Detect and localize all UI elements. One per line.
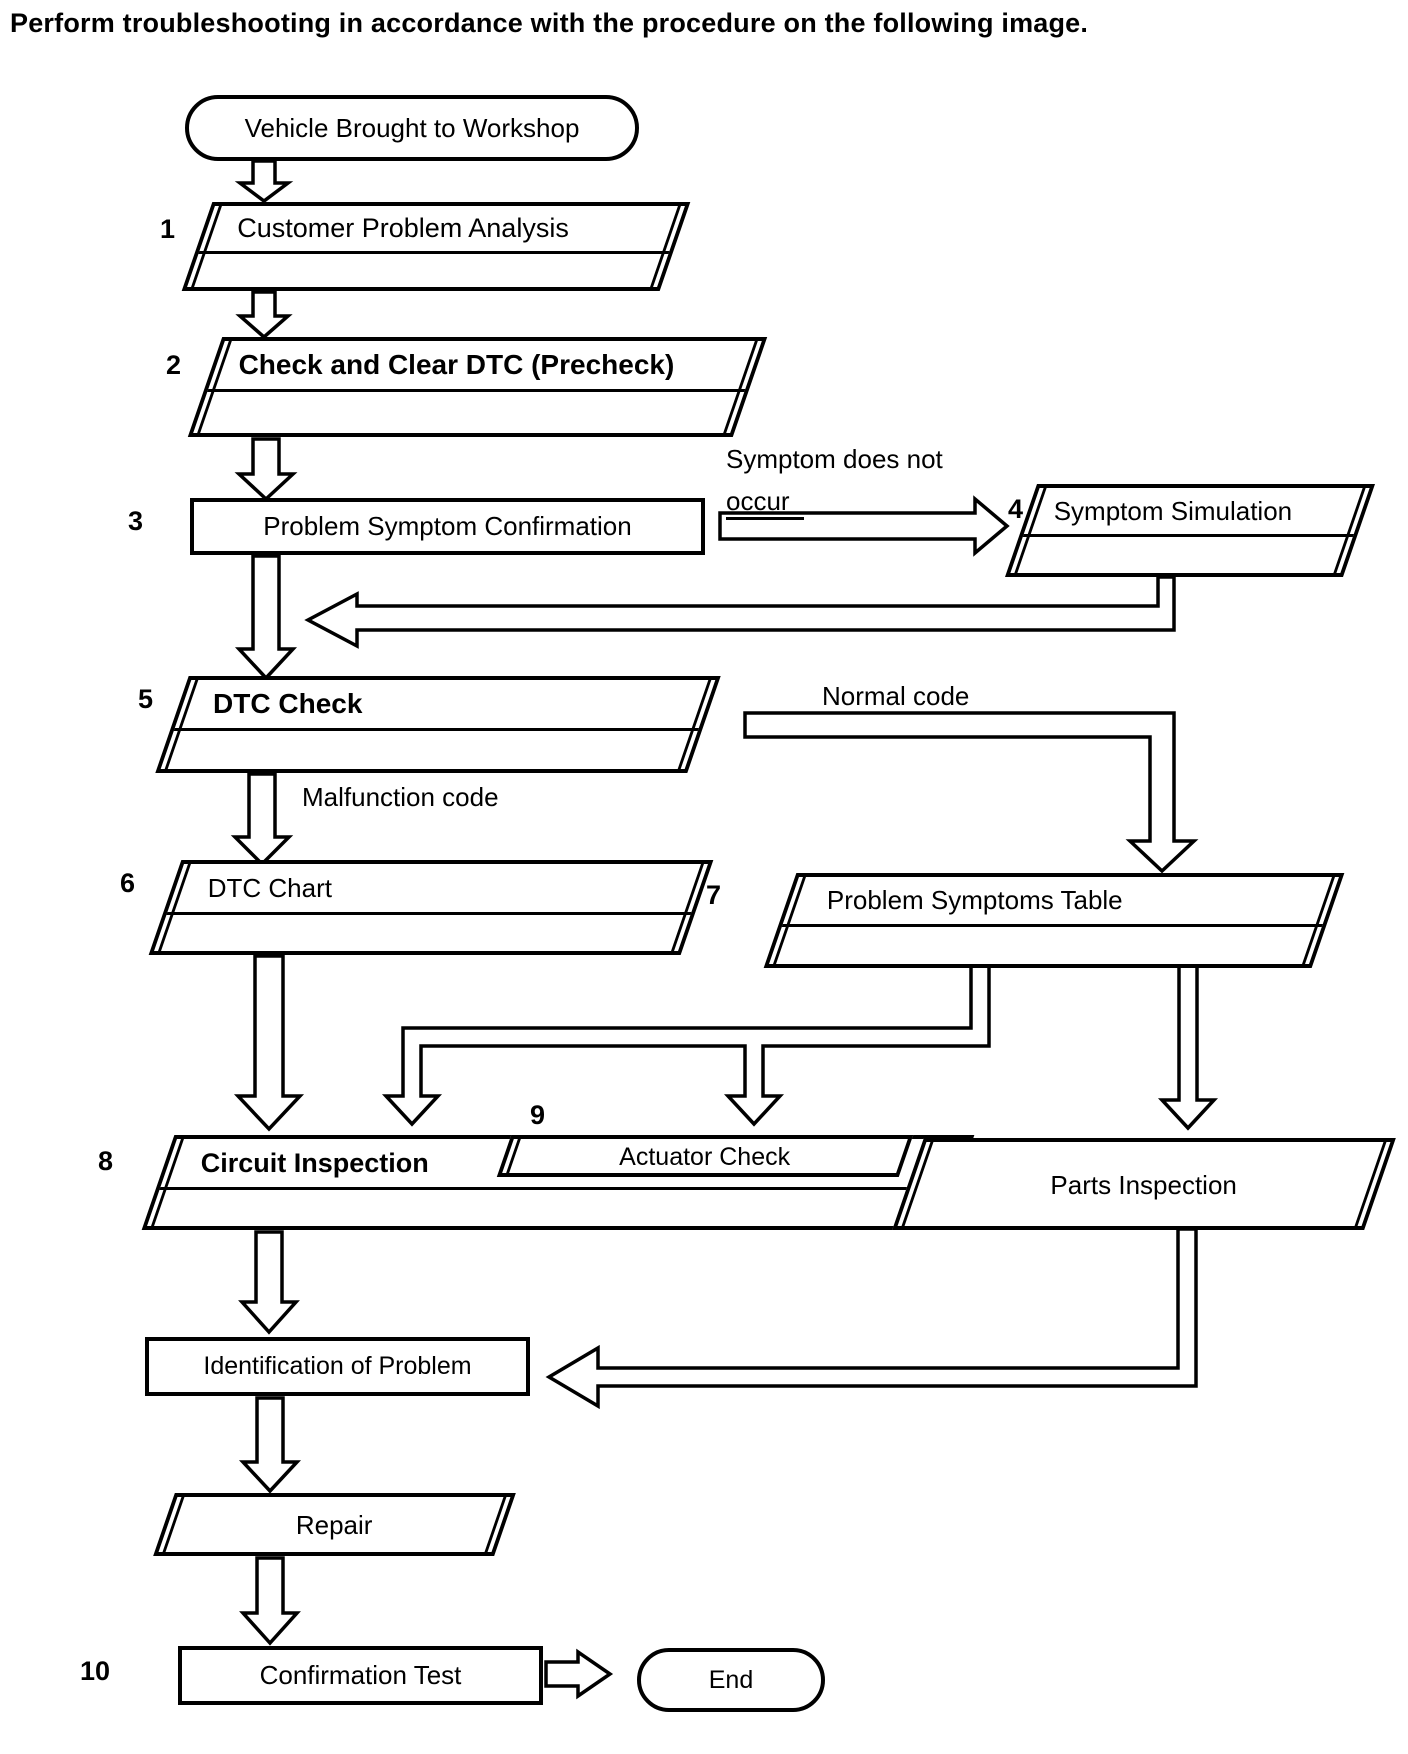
node-customer-problem-analysis-label: Customer Problem Analysis <box>237 213 569 243</box>
arrow-8-to-identification <box>238 1230 300 1335</box>
arrow-4-return-to-5 <box>304 575 1176 649</box>
arrow-1-to-2 <box>235 290 293 340</box>
arrow-repair-to-10 <box>239 1556 301 1646</box>
step-number-6: 6 <box>120 868 136 898</box>
node-repair: Repair <box>153 1493 516 1556</box>
node-identification-of-problem-label: Identification of Problem <box>203 1352 472 1380</box>
step-number-3: 3 <box>128 506 144 536</box>
arrow-start-to-1 <box>234 159 294 204</box>
node-customer-problem-analysis: Customer Problem Analysis <box>181 202 691 291</box>
node-check-and-clear-dtc: Check and Clear DTC (Precheck) <box>187 337 768 437</box>
node-dtc-chart: DTC Chart <box>148 860 714 955</box>
step-number-1: 1 <box>160 214 176 244</box>
row-divider <box>173 728 699 731</box>
node-start-label: Vehicle Brought to Workshop <box>244 112 580 143</box>
node-problem-symptoms-table-label: Problem Symptoms Table <box>826 885 1123 915</box>
step-number-5: 5 <box>138 684 154 714</box>
node-confirmation-test: Confirmation Test <box>178 1646 543 1705</box>
step-number-10: 10 <box>80 1656 111 1686</box>
arrow-3-to-5 <box>234 554 298 681</box>
node-symptom-simulation-label: Symptom Simulation <box>1053 495 1293 526</box>
arrow-5-to-6-malfunction <box>230 772 294 867</box>
row-divider <box>166 912 692 915</box>
node-end-label: End <box>708 1665 754 1694</box>
node-actuator-check: Actuator Check <box>496 1135 914 1177</box>
node-dtc-check: DTC Check <box>155 676 721 773</box>
arrow-3-to-4 <box>718 495 1010 557</box>
node-problem-symptom-confirmation: Problem Symptom Confirmation <box>190 498 705 555</box>
step-number-4: 4 <box>1008 494 1024 524</box>
arrow-7-to-parts <box>1157 961 1219 1131</box>
row-divider <box>198 251 670 254</box>
node-check-and-clear-dtc-label: Check and Clear DTC (Precheck) <box>238 349 675 380</box>
node-start-terminator: Vehicle Brought to Workshop <box>185 95 639 161</box>
arrow-parts-to-identification <box>545 1227 1198 1410</box>
arrow-5-to-7-normal-code <box>743 711 1199 874</box>
edge-label-symptom-does-not-occur: Symptom does not <box>726 444 943 474</box>
arrow-7-to-8-and-9 <box>381 961 991 1127</box>
step-number-9: 9 <box>530 1100 546 1130</box>
node-dtc-chart-label: DTC Chart <box>207 872 332 903</box>
node-circuit-inspection-label: Circuit Inspection <box>200 1147 429 1178</box>
row-divider <box>207 389 746 392</box>
node-problem-symptoms-table: Problem Symptoms Table <box>763 873 1345 968</box>
node-confirmation-test-label: Confirmation Test <box>259 1660 462 1690</box>
step-number-2: 2 <box>166 350 182 380</box>
edge-label-normal-code: Normal code <box>822 681 970 711</box>
edge-label-occur: occur <box>726 486 804 520</box>
node-parts-inspection-label: Parts Inspection <box>1050 1169 1237 1200</box>
arrow-identification-to-repair <box>238 1396 302 1494</box>
node-end-terminator: End <box>637 1648 825 1712</box>
arrow-6-to-8 <box>233 954 305 1132</box>
edge-label-malfunction-code: Malfunction code <box>302 782 499 812</box>
node-symptom-simulation: Symptom Simulation <box>1004 484 1376 577</box>
node-problem-symptom-confirmation-label: Problem Symptom Confirmation <box>263 511 632 541</box>
row-divider <box>159 1187 953 1190</box>
step-number-7: 7 <box>706 880 722 910</box>
row-divider <box>1022 534 1354 537</box>
page-title: Perform troubleshooting in accordance wi… <box>10 8 1089 38</box>
arrow-2-to-3 <box>234 437 298 502</box>
node-identification-of-problem: Identification of Problem <box>145 1337 530 1396</box>
row-divider <box>781 924 1323 927</box>
node-repair-label: Repair <box>295 1510 373 1540</box>
node-actuator-check-label: Actuator Check <box>619 1142 791 1171</box>
node-dtc-check-label: DTC Check <box>213 688 363 719</box>
step-number-8: 8 <box>98 1146 114 1176</box>
node-parts-inspection: Parts Inspection <box>892 1138 1396 1230</box>
arrow-10-to-end <box>544 1648 614 1700</box>
